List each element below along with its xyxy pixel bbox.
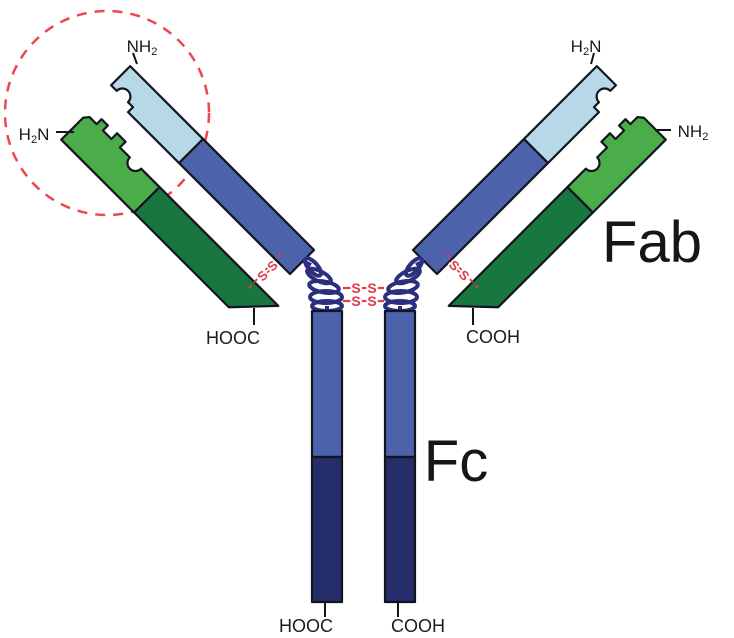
- disulfide-s-label: S: [367, 280, 376, 296]
- label-nh2-heavy-left: NH2: [127, 37, 158, 58]
- label-fc-region: Fc: [424, 429, 488, 494]
- fc-right-ch2-region: [383, 309, 417, 459]
- label-cooh-light-right: COOH: [466, 327, 520, 347]
- hinge-coil-right: [383, 253, 427, 314]
- disulfide-s-label: S: [351, 293, 360, 309]
- fc-left-ch3-region: [310, 455, 344, 604]
- h2n-tick-right-top: [590, 52, 595, 65]
- fab-arm-left: [60, 65, 316, 333]
- fab-arm-right: [411, 65, 667, 333]
- label-h2n-heavy-right: H2N: [571, 37, 602, 58]
- hinge-disulfide-bonds: S S S S: [343, 278, 384, 311]
- hinge-coil-left: [300, 253, 344, 314]
- label-cooh-fc-right: COOH: [391, 616, 445, 636]
- label-hooc-fc-left: HOOC: [279, 616, 333, 636]
- label-hooc-light-left: HOOC: [206, 328, 260, 348]
- fc-left-ch2-region: [310, 309, 344, 459]
- antigen-binding-site-highlight-circle: [3, 9, 211, 217]
- fc-right-ch3-region: [383, 455, 417, 604]
- nh2-tick-left-top: [132, 52, 138, 65]
- disulfide-s-label: S: [351, 280, 360, 296]
- disulfide-s-label: S: [367, 293, 376, 309]
- label-h2n-light-left: H2N: [19, 125, 50, 146]
- label-fab-region: Fab: [602, 210, 702, 275]
- label-nh2-light-right: NH2: [678, 122, 709, 143]
